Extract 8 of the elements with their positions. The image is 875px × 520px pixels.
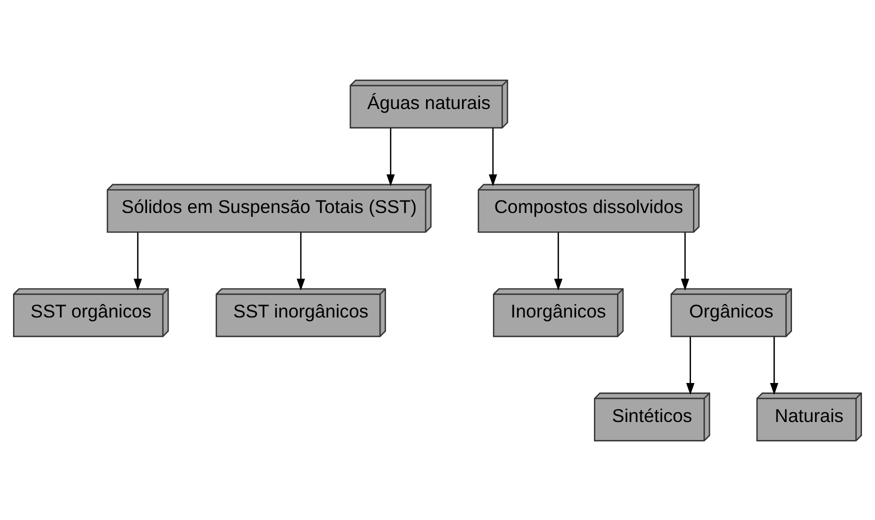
arrow	[386, 128, 395, 186]
arrow	[488, 128, 498, 186]
arrow	[770, 336, 778, 394]
arrow	[134, 232, 142, 290]
arrow	[680, 232, 690, 290]
arrow	[554, 232, 562, 290]
arrow	[686, 336, 694, 394]
arrow	[296, 232, 306, 290]
